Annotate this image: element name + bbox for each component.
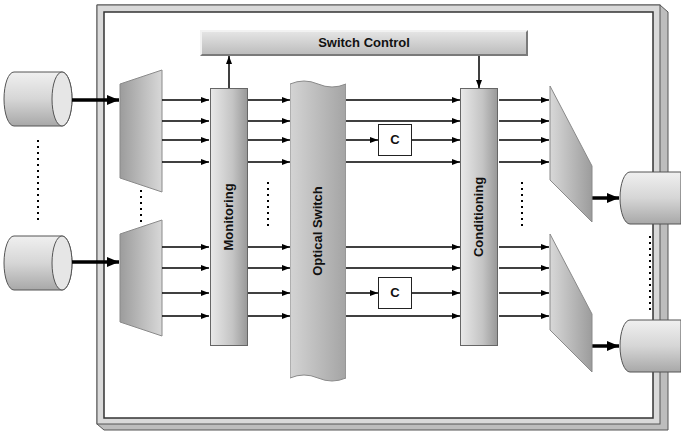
signal-connector [478, 56, 480, 88]
node-label: C [390, 133, 399, 147]
multiplexer [550, 86, 592, 372]
channel-dots [140, 190, 142, 226]
node-label: C [390, 286, 399, 300]
signal-connector [346, 99, 460, 101]
fiber-dots [649, 236, 651, 312]
signal-connector [248, 139, 290, 141]
housing [97, 5, 668, 430]
signal-connector [346, 161, 460, 163]
signal-connector [248, 99, 290, 101]
signal-connector [346, 267, 460, 269]
conditioner-box: C [378, 124, 412, 156]
monitoring-bar: Monitoring [210, 88, 248, 346]
signal-connector [346, 315, 460, 317]
channel-dots [267, 182, 269, 228]
optical-switch: Optical Switch [290, 78, 346, 384]
signal-connector [248, 315, 290, 317]
output-fiber [620, 172, 681, 372]
signal-connector [248, 292, 290, 294]
signal-connector [346, 246, 460, 248]
node-label: Switch Control [318, 36, 410, 50]
node-label: Monitoring [222, 183, 236, 250]
signal-connector [346, 139, 378, 141]
signal-connector [412, 292, 460, 294]
node-label: Optical Switch [311, 186, 325, 276]
signal-connector [346, 120, 460, 122]
signal-connector [248, 161, 290, 163]
signal-connector [248, 246, 290, 248]
node-label: Conditioning [472, 177, 486, 257]
control-bar: Switch Control [200, 30, 528, 56]
channel-dots [521, 182, 523, 228]
demultiplexer [120, 70, 162, 336]
input-fiber [4, 72, 72, 290]
fiber-dots [37, 140, 39, 222]
conditioning-bar: Conditioning [460, 88, 498, 346]
signal-connector [412, 139, 460, 141]
signal-connector [248, 120, 290, 122]
conditioner-box: C [378, 277, 412, 309]
signal-connector [228, 56, 230, 88]
signal-connector [346, 292, 378, 294]
signal-connector [248, 267, 290, 269]
